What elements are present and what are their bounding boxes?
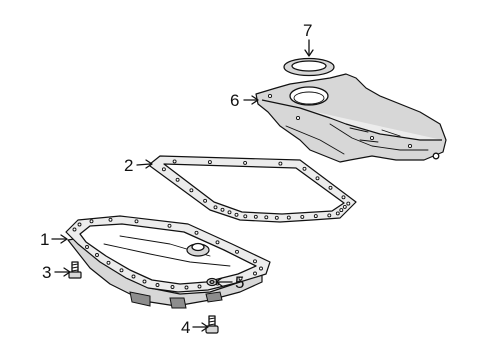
bolt-hole — [194, 230, 199, 235]
bolt-hole — [170, 285, 175, 289]
bolt-hole — [235, 249, 239, 254]
bolt-hole — [172, 159, 177, 164]
bolt-hole — [167, 223, 172, 228]
callout-7: 7 — [303, 21, 312, 40]
bolt-hole — [274, 215, 279, 220]
bolt-hole — [161, 167, 166, 172]
callout-leaders — [51, 39, 314, 332]
bolt-hole — [197, 284, 202, 289]
drain-plug-gasket[interactable] — [206, 277, 218, 287]
bolt-hole — [189, 188, 194, 193]
bolt-hole — [89, 219, 94, 224]
bolt-hole — [238, 276, 243, 281]
bolt-hole — [253, 271, 257, 276]
oil-pan[interactable] — [65, 215, 271, 309]
callout-2: 2 — [124, 156, 133, 175]
callout-6: 6 — [230, 91, 239, 110]
bolt-hole — [264, 215, 269, 220]
bolt-hole — [313, 214, 318, 219]
pan-gasket[interactable] — [149, 155, 357, 223]
seal-ring[interactable] — [283, 57, 335, 77]
bolt-hole — [119, 268, 124, 273]
bolt-hole — [108, 217, 113, 222]
bolt-hole — [234, 212, 239, 217]
bolt-hole — [106, 260, 111, 265]
bolt-hole — [213, 205, 218, 210]
bolt-hole — [278, 161, 283, 166]
bolt-hole — [243, 160, 248, 165]
bolt-hole — [77, 222, 82, 227]
callout-3: 3 — [42, 263, 51, 282]
bolt-hole — [327, 213, 332, 218]
bolt-hole — [339, 208, 344, 213]
bolt-hole — [175, 177, 180, 182]
oil-strainer[interactable] — [255, 73, 447, 163]
bolt-hole — [142, 279, 147, 284]
pan-bolt[interactable] — [68, 261, 82, 279]
bolt-hole — [134, 219, 139, 224]
bolt-hole — [302, 166, 307, 171]
bolt-hole — [259, 266, 263, 271]
drain-plug[interactable] — [205, 315, 219, 334]
bolt-hole — [85, 245, 89, 249]
bolt-hole — [253, 259, 257, 264]
callout-1: 1 — [40, 230, 49, 249]
bolt-hole — [203, 198, 208, 203]
bolt-hole — [335, 211, 340, 216]
bolt-hole — [286, 215, 291, 220]
bolt-hole — [342, 204, 347, 209]
bolt-hole — [220, 207, 225, 212]
bolt-hole — [243, 214, 248, 219]
bolt-hole — [215, 240, 220, 245]
bolt-hole — [207, 160, 212, 165]
bolt-hole — [227, 210, 232, 215]
bolt-hole — [184, 285, 189, 290]
bolt-hole — [300, 214, 305, 219]
bolt-hole — [95, 253, 99, 257]
callout-4: 4 — [181, 318, 190, 337]
bolt-hole — [328, 185, 333, 190]
bolt-hole — [131, 274, 136, 279]
bolt-hole — [72, 227, 77, 232]
bolt-hole — [346, 201, 351, 206]
bolt-hole — [341, 195, 346, 200]
bolt-hole — [155, 283, 160, 287]
bolt-hole — [315, 176, 320, 181]
callout-5: 5 — [235, 273, 244, 292]
bolt-hole — [253, 214, 258, 219]
